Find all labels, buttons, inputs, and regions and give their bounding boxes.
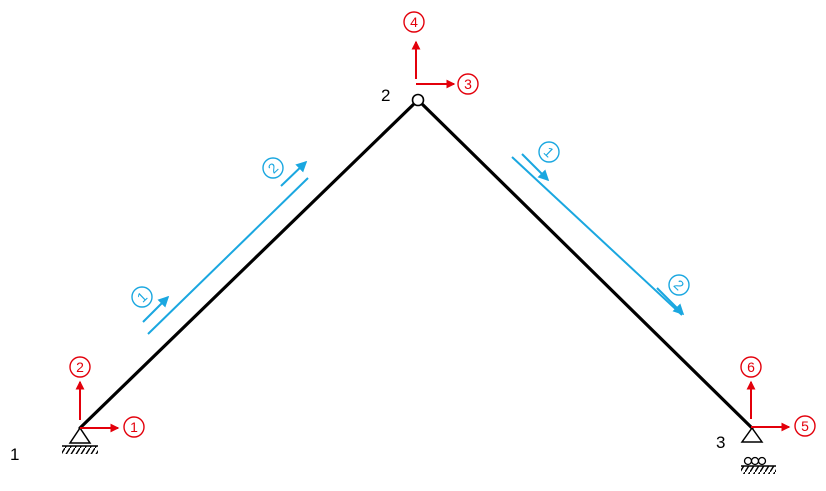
member-right: [416, 98, 754, 430]
local-axes-right: 1 2: [511, 141, 690, 316]
local-dof-arrow-left-2: [280, 160, 308, 187]
svg-text:1: 1: [130, 419, 138, 435]
local-dof-label-right-2: 2: [668, 274, 690, 296]
global-dof-labels: 1 2 3 4 5 6: [69, 11, 816, 438]
hinge-icon: [411, 93, 425, 107]
svg-text:2: 2: [76, 359, 84, 375]
dof-label-4: 4: [403, 11, 425, 33]
local-dof-label-left-1: 1: [131, 286, 153, 308]
pin-support-icon: [62, 426, 98, 454]
dof-label-3: 3: [457, 73, 479, 95]
member-left: [78, 98, 420, 430]
members: [78, 98, 754, 430]
svg-text:6: 6: [747, 359, 755, 375]
local-axis-line-right: [511, 156, 683, 316]
dof-label-1: 1: [123, 416, 145, 438]
local-dof-label-right-1: 1: [538, 141, 560, 163]
local-dof-arrow-right-1: [521, 153, 550, 182]
svg-text:3: 3: [464, 76, 472, 92]
svg-text:4: 4: [410, 14, 418, 30]
global-dofs: [75, 40, 791, 433]
local-axes-left: 1 2: [131, 157, 309, 335]
local-axis-line-left: [147, 177, 309, 335]
local-dof-label-left-2: 2: [262, 157, 284, 179]
roller-support-icon: [740, 426, 776, 474]
node-label-3: 3: [716, 433, 725, 452]
local-dof-arrow-left-1: [142, 295, 170, 323]
dof-label-6: 6: [740, 356, 762, 378]
node-label-1: 1: [10, 445, 19, 464]
node-label-2: 2: [381, 86, 390, 105]
dof-label-5: 5: [794, 415, 816, 437]
svg-text:5: 5: [801, 418, 809, 434]
local-dof-arrow-right-2: [656, 287, 685, 316]
dof-label-2: 2: [69, 356, 91, 378]
